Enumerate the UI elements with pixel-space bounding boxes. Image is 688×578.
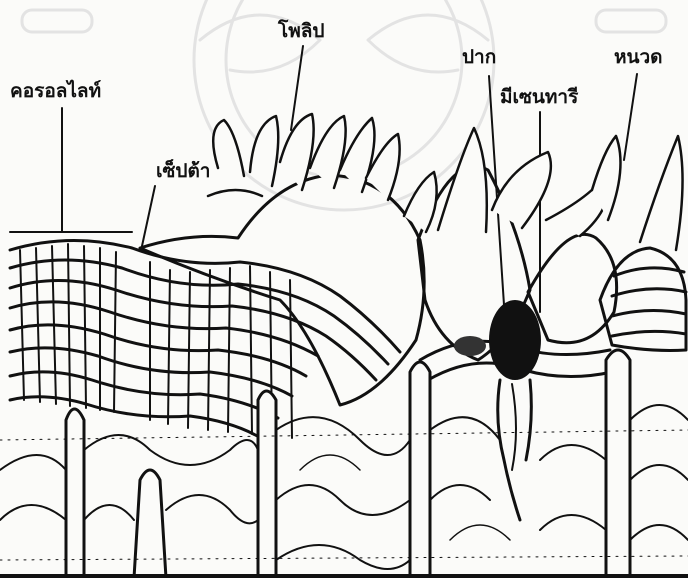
label-tentacle: หนวด <box>614 48 663 67</box>
label-corallite: คอรอลไลท์ <box>10 82 101 101</box>
septa-ridges <box>20 244 292 438</box>
label-septa: เซ็ปต้า <box>156 162 210 181</box>
tentacles <box>208 114 683 250</box>
mouth-mesentery <box>454 300 541 520</box>
label-mesentery: มีเซนทารี <box>500 88 578 107</box>
bottom-edge <box>0 574 688 578</box>
label-polyp: โพลิป <box>278 22 324 41</box>
label-mouth: ปาก <box>462 48 496 67</box>
tissue-network <box>0 405 688 569</box>
